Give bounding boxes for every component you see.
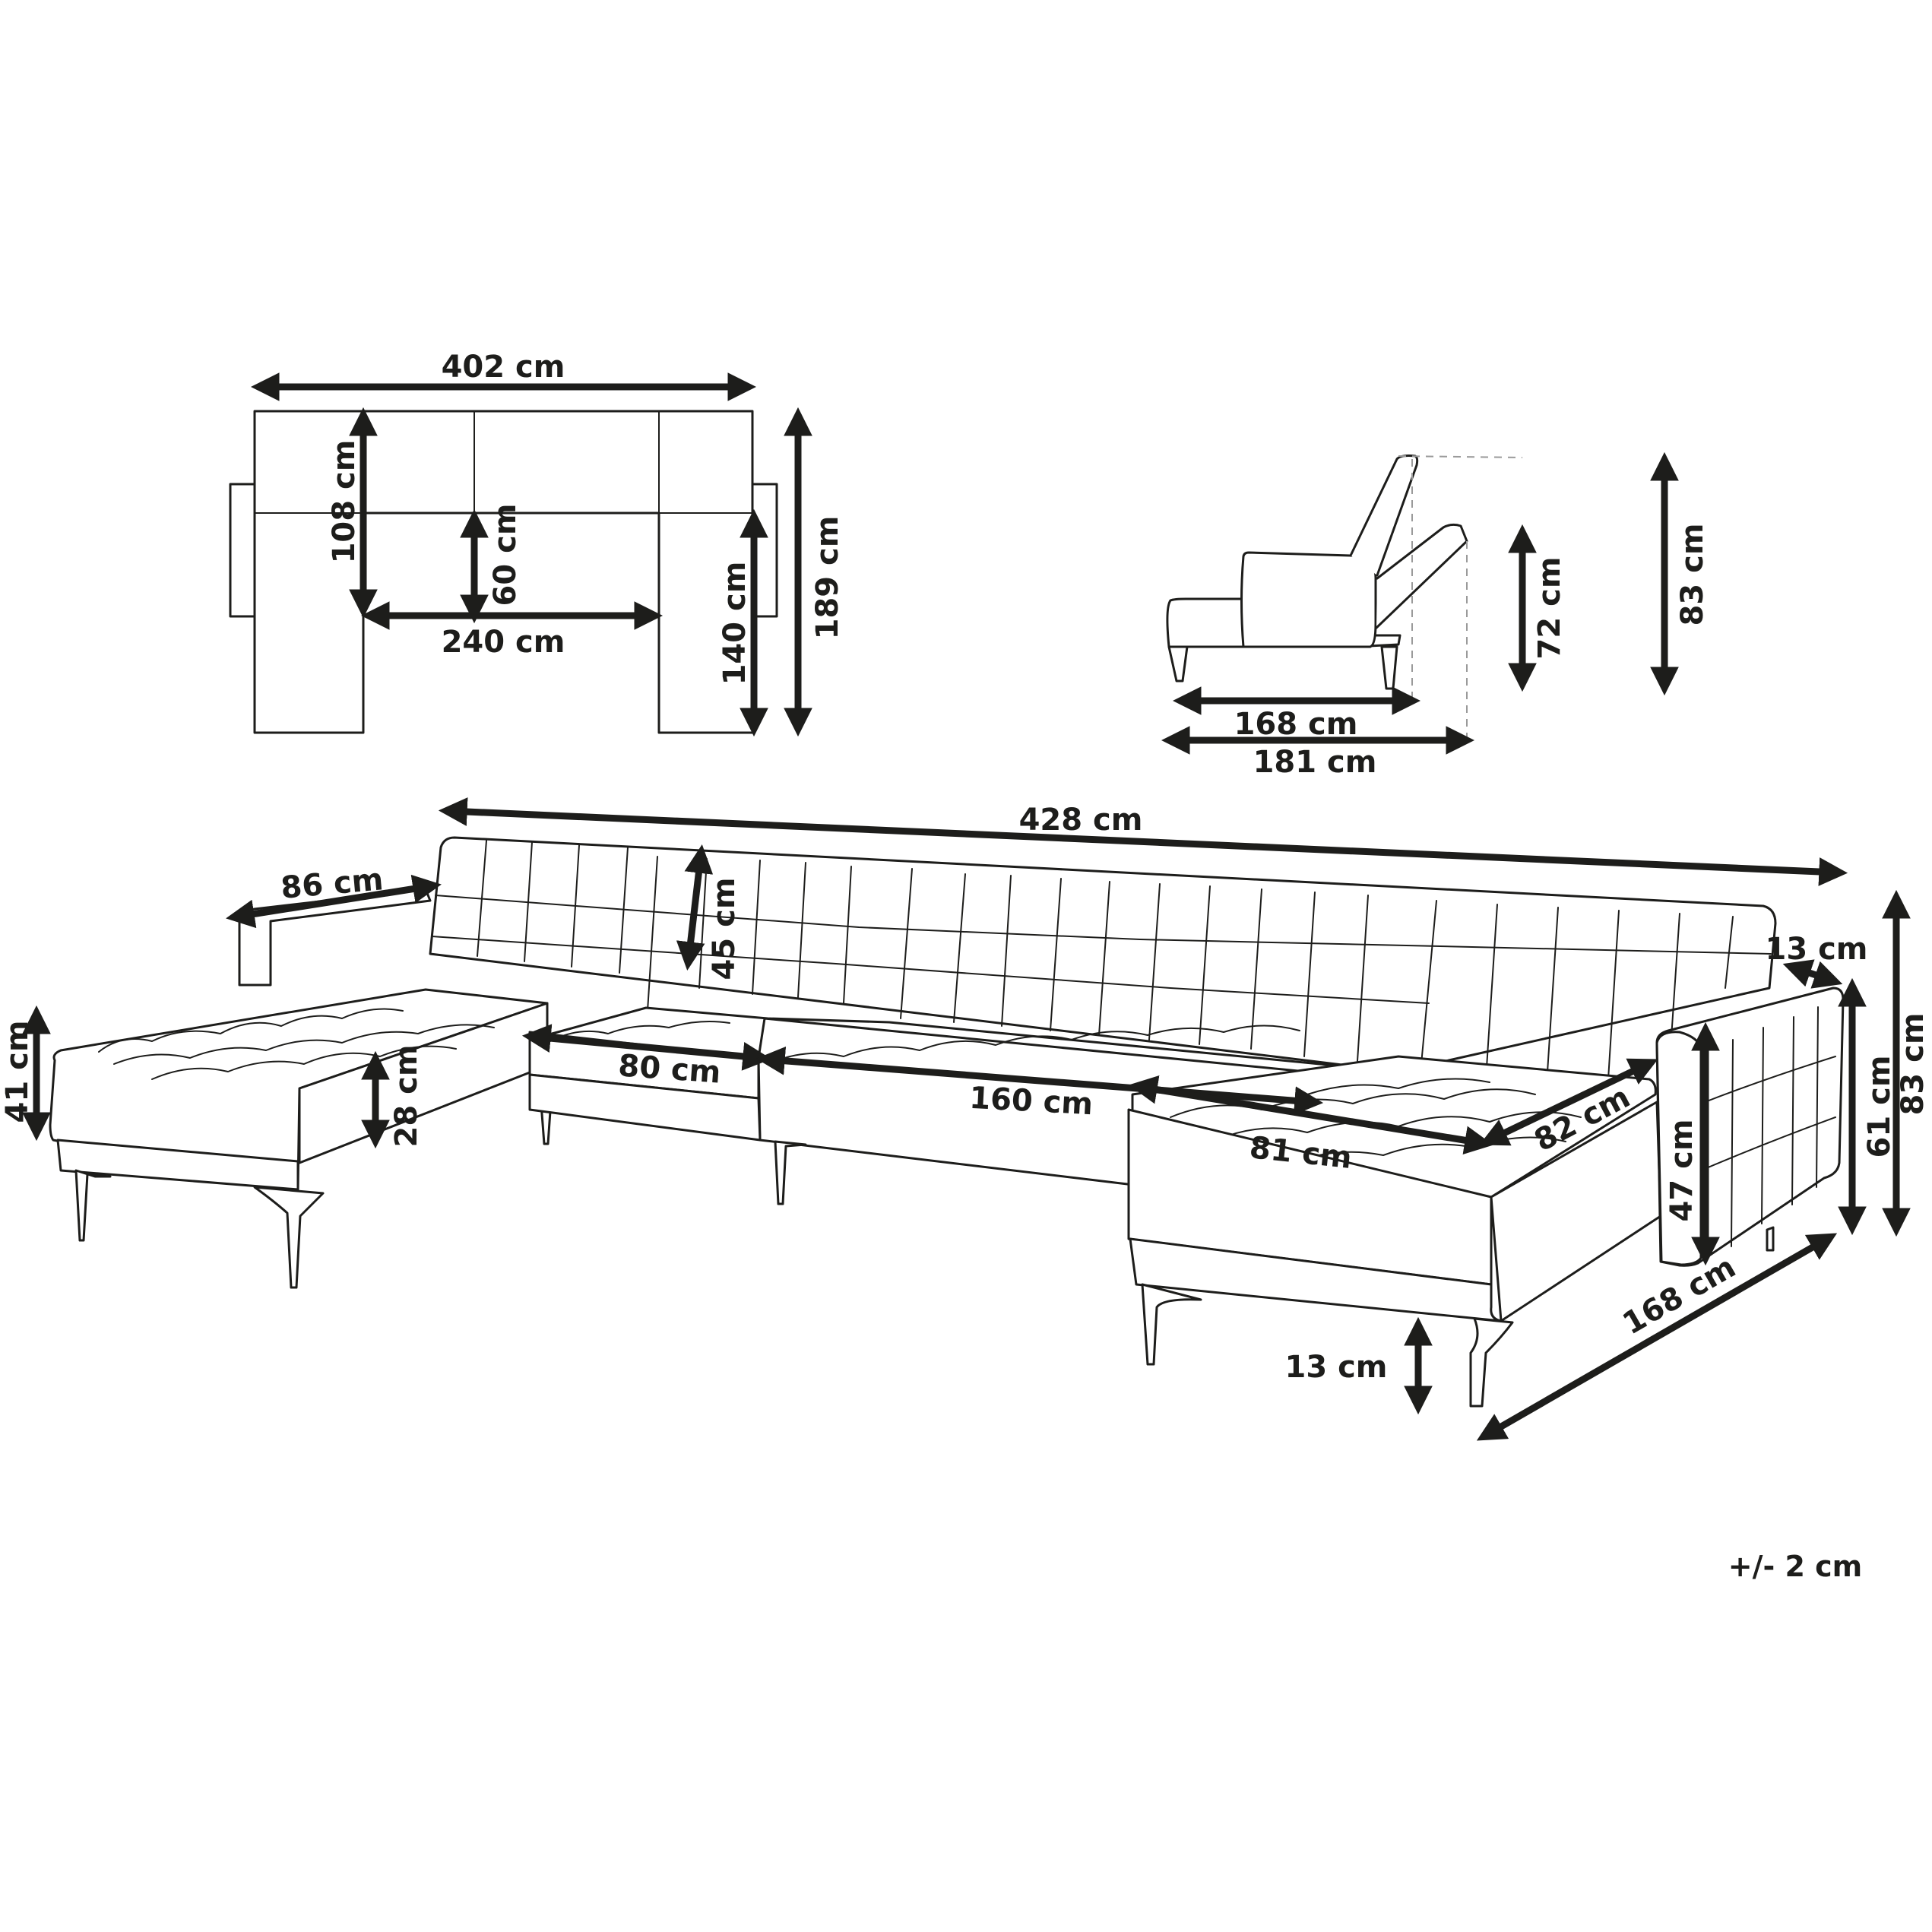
main-view: 428 cm 86 cm 45 cm 28 cm 41 cm 80 cm 160… — [0, 797, 1930, 1441]
seat-total-height-label: 41 cm — [0, 1021, 35, 1123]
side-reclined-height-label: 72 cm — [1532, 557, 1567, 660]
side-outline — [1166, 454, 1468, 690]
plan-back-depth-label: 108 cm — [327, 440, 362, 564]
chaise-seat-height-label: 28 cm — [389, 1045, 424, 1148]
side-seat-length-label: 168 cm — [1234, 707, 1358, 742]
backrest-height-arrow — [676, 844, 714, 971]
plan-inner-depth-label: 60 cm — [488, 504, 523, 607]
leg-height-label: 13 cm — [1285, 1350, 1388, 1385]
chaise-total-length-arrow — [1476, 1233, 1838, 1441]
side-view: 168 cm 181 cm 72 cm 83 cm — [1161, 451, 1710, 780]
armrest-length-arrow — [226, 874, 442, 929]
plan-chaise-length-label: 140 cm — [717, 562, 752, 686]
overall-length-arrow — [438, 797, 1848, 886]
plan-inner-width-label: 240 cm — [442, 625, 565, 660]
armrest-width-arrow — [1782, 959, 1843, 989]
tolerance-note: +/- 2 cm — [1728, 1550, 1863, 1583]
backrest-height-label: 45 cm — [707, 878, 742, 980]
corner-seat-width-arrow — [521, 1024, 772, 1071]
plan-view: 402 cm 108 cm 60 cm 240 cm 140 cm 189 cm — [229, 350, 845, 737]
chaise-width-arrow — [1129, 1075, 1493, 1154]
chaise-depth-arrow — [1479, 1058, 1658, 1146]
plan-width-label: 402 cm — [442, 350, 565, 385]
total-height-label: 83 cm — [1896, 1013, 1930, 1116]
armrest-inner-height-label: 47 cm — [1664, 1120, 1699, 1222]
armrest-height-label: 61 cm — [1862, 1056, 1897, 1158]
plan-depth-label: 189 cm — [810, 516, 845, 640]
overall-length-label: 428 cm — [1019, 803, 1143, 838]
armrest-width-label: 13 cm — [1766, 932, 1868, 967]
side-reclined-length-label: 181 cm — [1253, 745, 1377, 780]
side-upright-height-label: 83 cm — [1675, 524, 1710, 626]
center-seat-width-label: 160 cm — [968, 1081, 1094, 1122]
corner-seat-width-label: 80 cm — [617, 1048, 722, 1090]
